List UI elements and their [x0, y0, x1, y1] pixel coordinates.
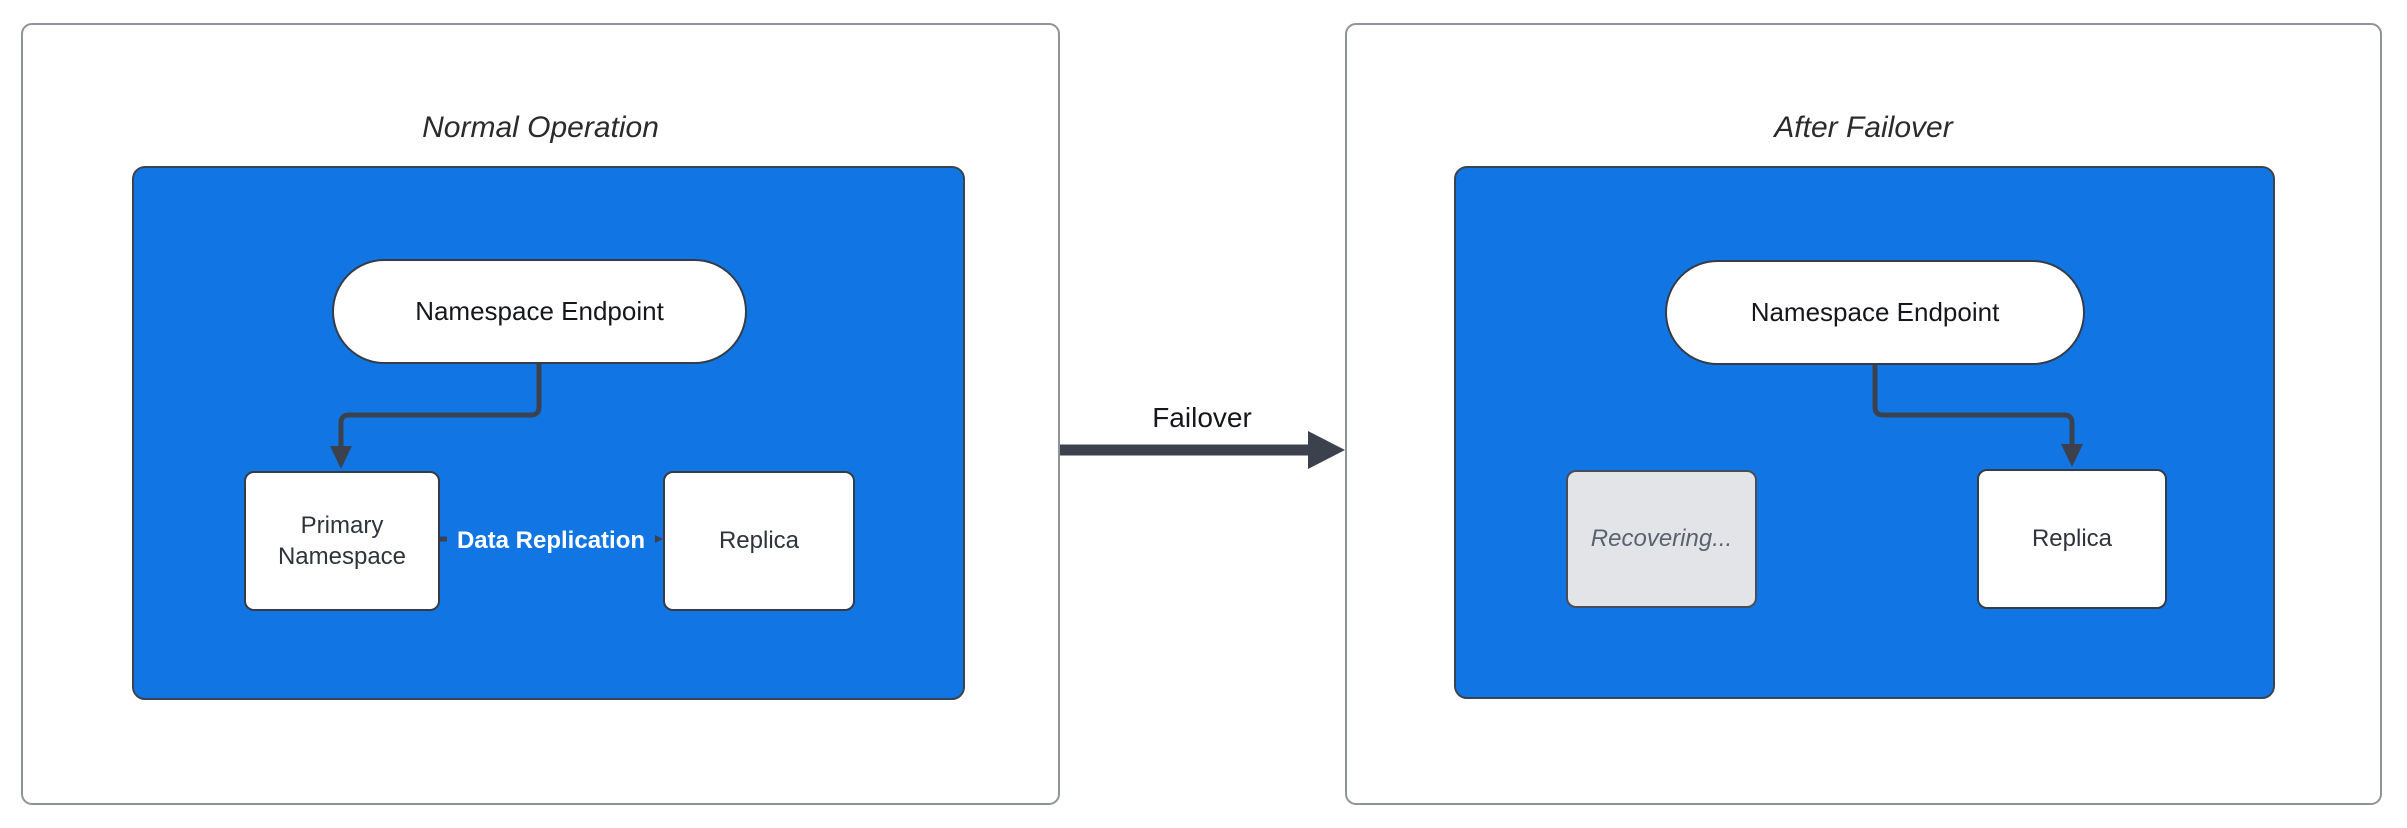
primary-namespace-node: Primary Namespace: [244, 471, 440, 611]
panel-normal-operation: Normal Operation Namespace Endpoint Prim…: [21, 23, 1060, 805]
panel-title-after-failover: After Failover: [1774, 111, 1953, 144]
replica-node: Replica: [663, 471, 855, 611]
namespace-endpoint-node: Namespace Endpoint: [332, 259, 747, 364]
replica-label: Replica: [2031, 525, 2113, 553]
failover-label: Failover: [1152, 402, 1252, 433]
panel-title-normal-operation: Normal Operation: [422, 111, 659, 144]
arrowhead-icon: [330, 446, 352, 469]
cluster-after-failover: Namespace Endpoint Recovering... Replica: [1454, 166, 2275, 699]
primary-namespace-label: Primary Namespace: [277, 511, 407, 570]
failover-arrow: [1060, 431, 1345, 469]
connector-line: [338, 362, 542, 447]
recovering-label: Recovering...: [1590, 525, 1733, 553]
namespace-endpoint-label: Namespace Endpoint: [1750, 296, 2000, 327]
panel-after-failover: After Failover Namespace Endpoint Recove…: [1345, 23, 2382, 805]
endpoint-to-primary-connector: [330, 362, 663, 549]
arrowhead-icon: [1308, 431, 1345, 469]
connector-line: [1872, 363, 2075, 445]
namespace-endpoint-node: Namespace Endpoint: [1665, 260, 2085, 365]
namespace-endpoint-label: Namespace Endpoint: [415, 295, 664, 326]
arrowhead-icon: [2061, 444, 2083, 467]
endpoint-to-replica-connector: [1872, 363, 2083, 467]
data-replication-label: Data Replication: [446, 524, 656, 558]
cluster-normal-operation: Namespace Endpoint Primary Namespace Rep…: [132, 166, 965, 700]
recovering-node: Recovering...: [1566, 470, 1757, 608]
replica-label: Replica: [718, 527, 800, 555]
replica-node: Replica: [1977, 469, 2167, 609]
